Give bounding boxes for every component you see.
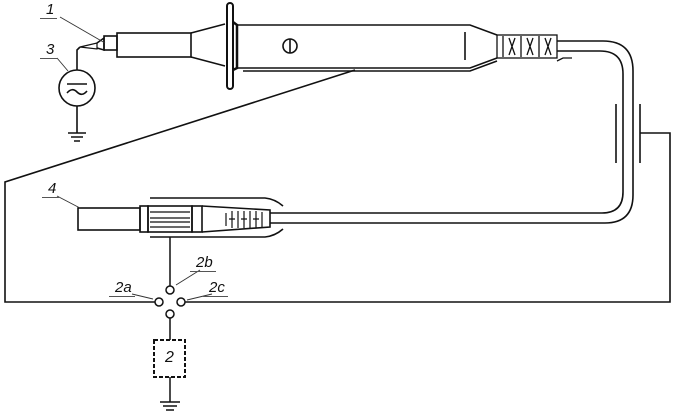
point-2a <box>154 297 164 307</box>
probe-cable <box>285 40 634 224</box>
probe-4 <box>77 197 285 238</box>
label-3: 3 <box>40 42 58 59</box>
point-2c <box>176 297 186 307</box>
label-2c: 2c <box>203 280 228 297</box>
ground-icon <box>160 401 180 411</box>
device-label: 2 <box>165 349 174 366</box>
strain-relief <box>496 34 572 62</box>
ac-source <box>58 46 96 142</box>
point-2b <box>165 285 175 295</box>
connection-points <box>153 237 186 411</box>
leader-lines <box>56 16 213 301</box>
label-4: 4 <box>42 181 60 198</box>
coupling-capacitor <box>4 69 671 303</box>
label-2a: 2a <box>109 280 135 297</box>
label-2b: 2b <box>190 255 216 272</box>
label-1: 1 <box>40 2 58 19</box>
ground-icon <box>68 132 86 142</box>
probe-1 <box>79 2 498 90</box>
point-bottom <box>165 309 175 319</box>
